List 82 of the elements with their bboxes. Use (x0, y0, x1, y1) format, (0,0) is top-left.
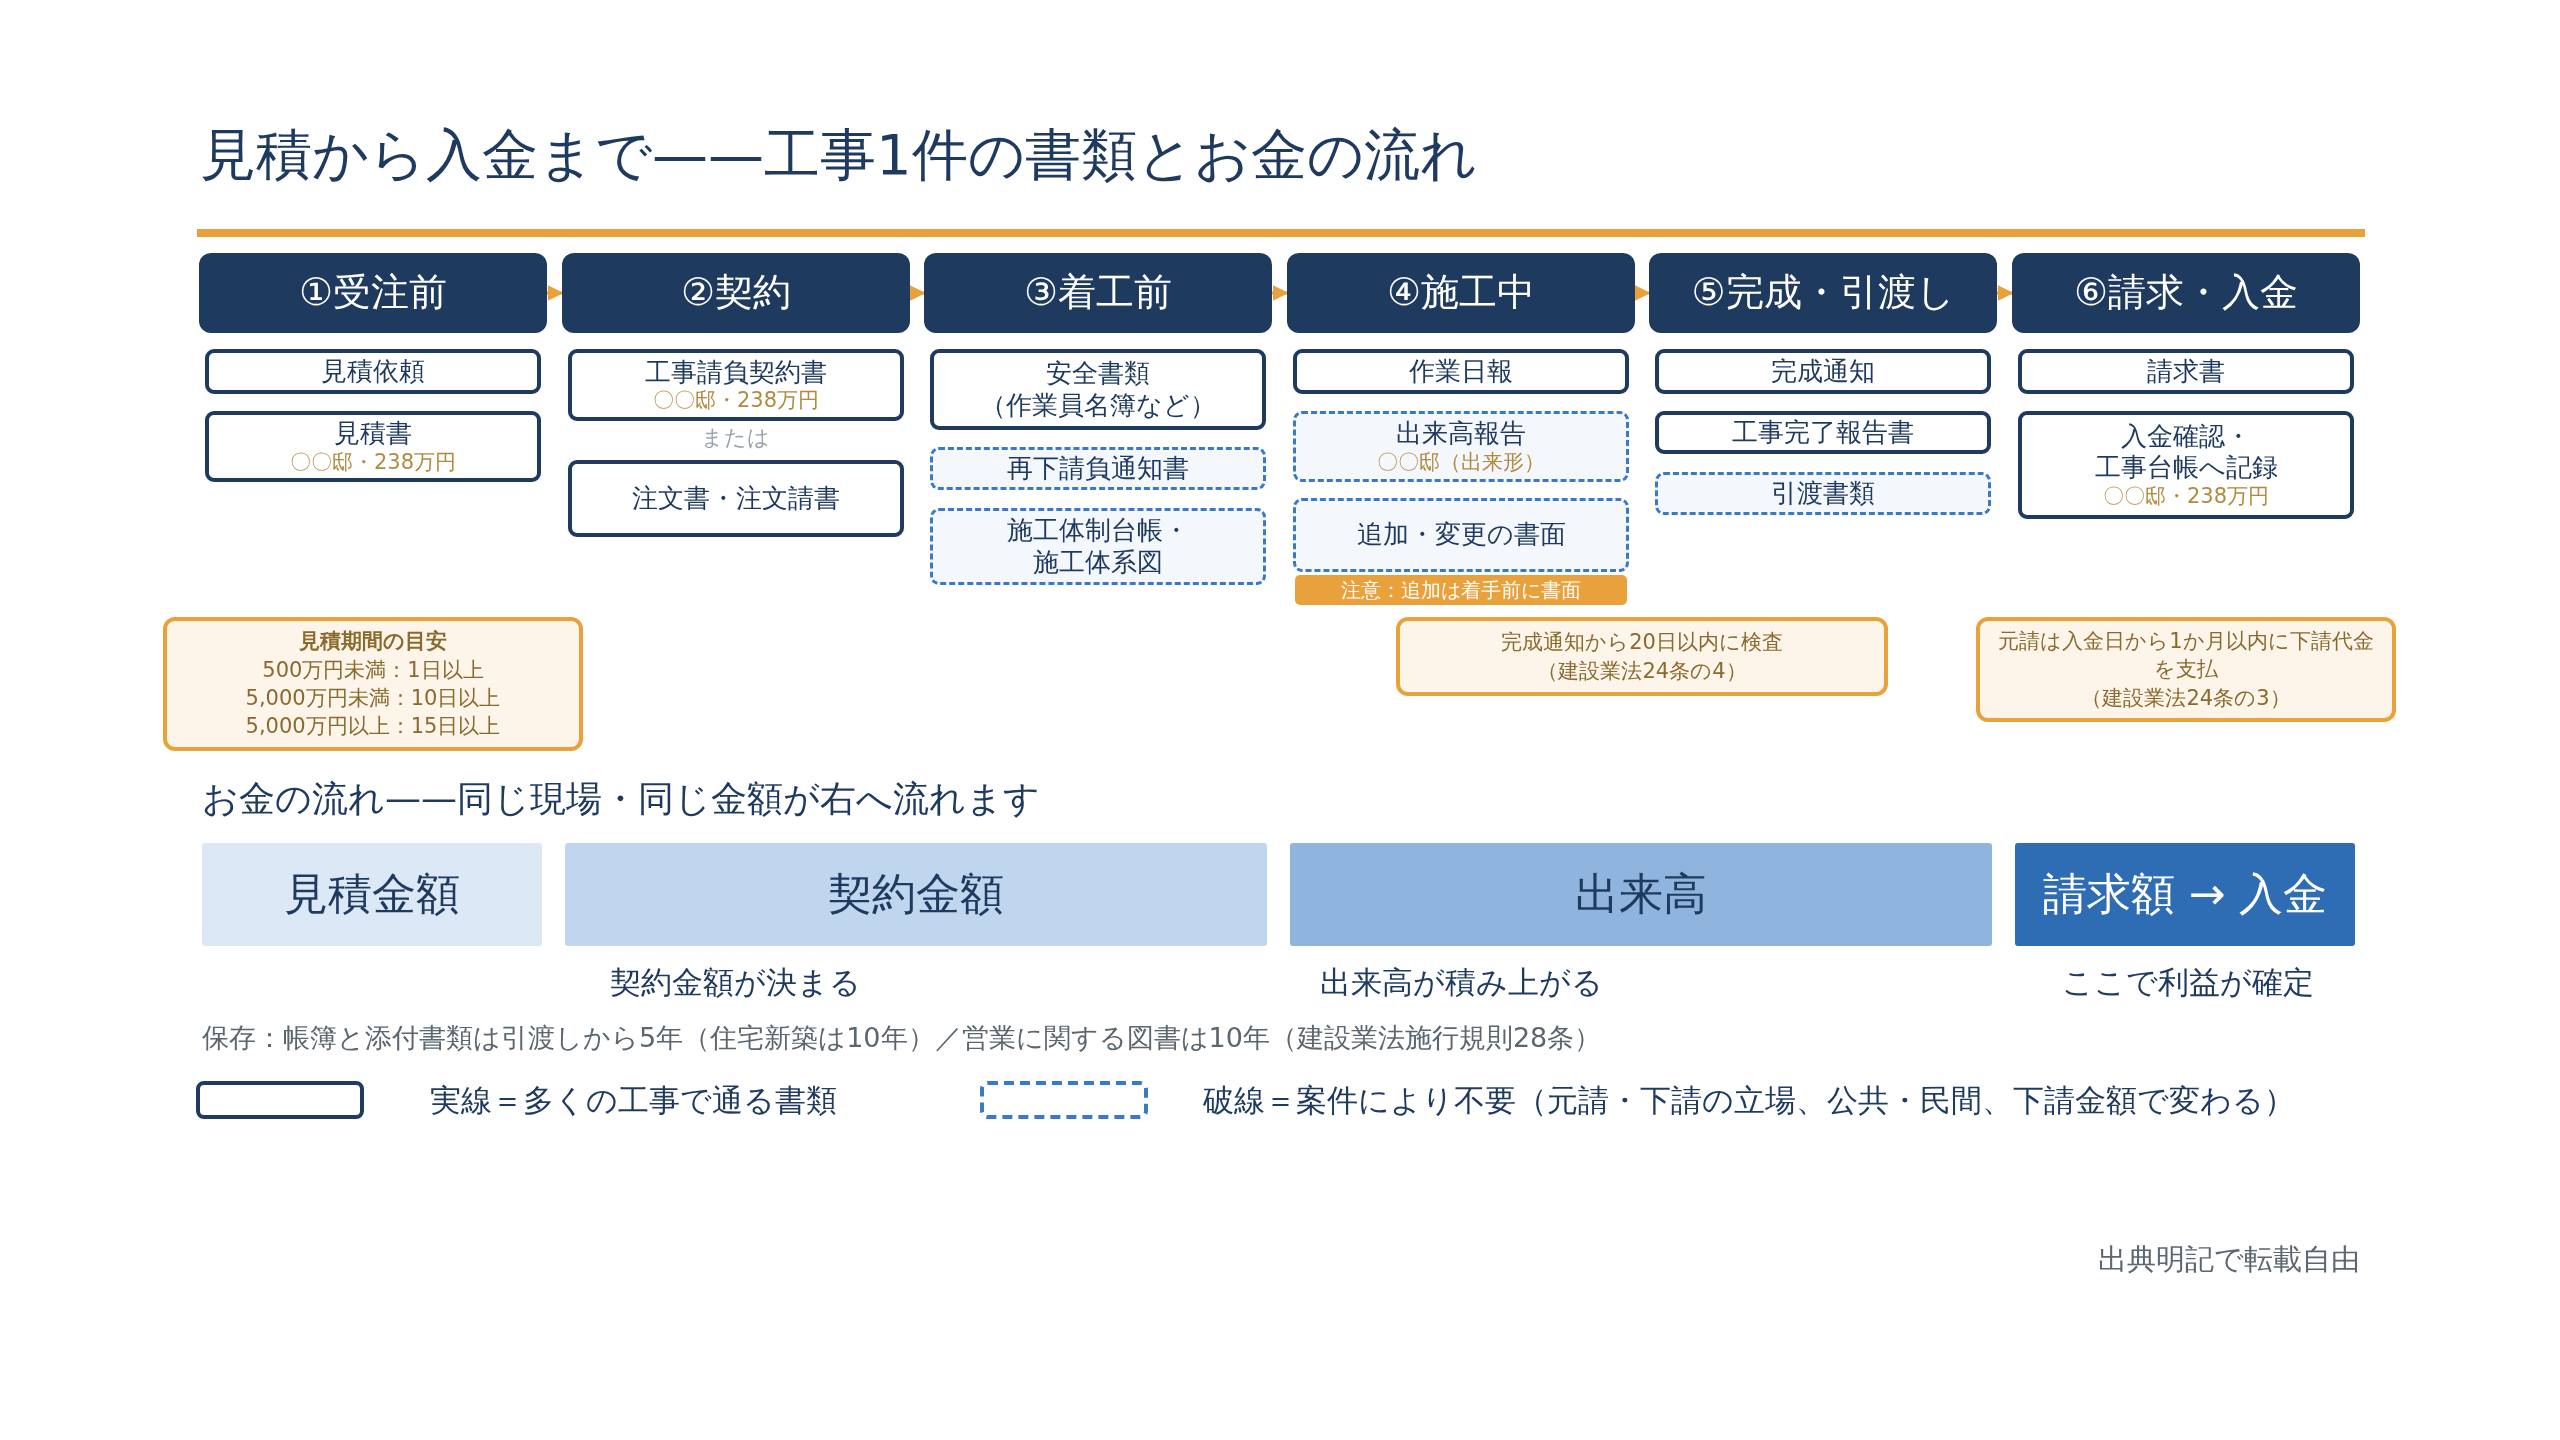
bar-caption: ここで利益が確定 (2062, 963, 2314, 1002)
arrow (1634, 285, 1651, 301)
document-card (568, 460, 904, 537)
amount-label: 見積金額 (284, 868, 460, 921)
warning-text: 注意：追加は着手前に書面 (1341, 578, 1581, 602)
document-card (2018, 349, 2354, 394)
amount-bar (1290, 843, 1992, 946)
connector-word: または (700, 424, 770, 452)
amount-label: 契約金額 (828, 868, 1004, 921)
phase-title: ④施工中 (1386, 270, 1536, 316)
note-text: 元請は入金日から1か月以内に下請代金を支払 (1997, 628, 2375, 684)
diagram-title: 見積から入金まで——工事1件の書類とお金の流れ (200, 121, 1477, 189)
legend-text: 実線＝多くの工事で通る書類 (430, 1081, 837, 1120)
warning-badge (1295, 575, 1627, 605)
document-name: 注文書・注文請書 (632, 482, 840, 515)
document-name: 安全書類（作業員名簿など） (979, 358, 1217, 421)
section-heading: お金の流れ——同じ現場・同じ金額が右へ流れます (202, 777, 1040, 821)
phase-header (924, 253, 1272, 333)
note-card (1396, 617, 1888, 696)
amount-label: 出来高 (1575, 868, 1707, 921)
note-text: 5,000万円未満：10日以上 (245, 685, 501, 712)
phase-header (199, 253, 547, 333)
amount-text: 〇〇邸・238万円 (652, 388, 820, 414)
document-name: 工事完了報告書 (1732, 416, 1914, 449)
phase-header (2012, 253, 2360, 333)
amount-bar (2015, 843, 2355, 946)
note-text: 完成通知から20日以内に検査 (1501, 629, 1783, 657)
document-name: 見積依頼 (321, 355, 425, 388)
phase-title: ②契約 (680, 270, 792, 316)
document-name: 引渡書類 (1771, 477, 1875, 510)
document-name: 出来高報告 (1396, 418, 1526, 450)
document-name: 入金確認・工事台帳へ記録 (2093, 421, 2279, 484)
amount-label: 請求額 → 入金 (2042, 868, 2328, 921)
document-name: 工事請負契約書 (645, 356, 827, 388)
document-name: 完成通知 (1771, 355, 1875, 388)
amount-text: 〇〇邸・238万円 (289, 449, 457, 475)
note-text: （建設業法24条の4） (1537, 657, 1747, 685)
amount-bar (565, 843, 1267, 946)
document-name: 見積書 (334, 418, 412, 450)
document-card (1655, 411, 1991, 454)
document-name: 追加・変更の書面 (1356, 519, 1566, 551)
legend-text: 破線＝案件により不要（元請・下請の立場、公共・民間、下請金額で変わる） (1203, 1081, 2295, 1120)
document-card (1655, 349, 1991, 394)
phase-title: ⑤完成・引渡し (1691, 270, 1955, 316)
document-card (205, 411, 541, 482)
document-card (2018, 411, 2354, 519)
optional-document-card (1655, 472, 1991, 515)
document-name: 施工体制台帳・施工体系図 (1006, 515, 1190, 578)
phase-title: ③着工前 (1023, 270, 1173, 316)
phase-title: ①受注前 (298, 270, 448, 316)
optional-document-card (930, 447, 1266, 490)
document-card (568, 349, 904, 421)
document-name: 請求書 (2147, 355, 2225, 388)
optional-document-card (1293, 498, 1629, 572)
arrow (909, 285, 926, 301)
optional-document-card (1293, 411, 1629, 482)
note-text: 500万円未満：1日以上 (262, 656, 484, 684)
note-card (1976, 617, 2396, 722)
document-card (205, 349, 541, 394)
note-text: 5,000万円以上：15日以上 (245, 713, 501, 741)
bar-caption: 契約金額が決まる (609, 963, 861, 1002)
phase-title: ⑥請求・入金 (2073, 270, 2299, 316)
retention-note: 保存：帳簿と添付書類は引渡しから5年（住宅新築は10年）／営業に関する図書は10年（建設業法施行規則28条） (202, 1021, 1602, 1055)
bar-caption: 出来高が積み上がる (1319, 963, 1603, 1002)
phase-header (1287, 253, 1635, 333)
document-name: 再下請負通知書 (1007, 452, 1189, 485)
note-card (163, 617, 583, 751)
note-text: （建設業法24条の3） (2081, 684, 2291, 712)
arrow (547, 285, 564, 301)
amount-bar (202, 843, 542, 946)
optional-document-card (930, 508, 1266, 585)
note-text: 見積期間の目安 (299, 628, 447, 656)
reprint-note: 出典明記で転載自由 (2098, 1241, 2360, 1278)
amount-text: 〇〇邸・238万円 (2102, 483, 2270, 509)
phase-header (1649, 253, 1997, 333)
document-card (930, 349, 1266, 430)
arrow (1272, 285, 1289, 301)
amount-text: 〇〇邸（出来形） (1377, 449, 1545, 475)
document-name: 作業日報 (1409, 355, 1513, 388)
arrow (1997, 285, 2014, 301)
phase-header (562, 253, 910, 333)
document-card (1293, 349, 1629, 394)
